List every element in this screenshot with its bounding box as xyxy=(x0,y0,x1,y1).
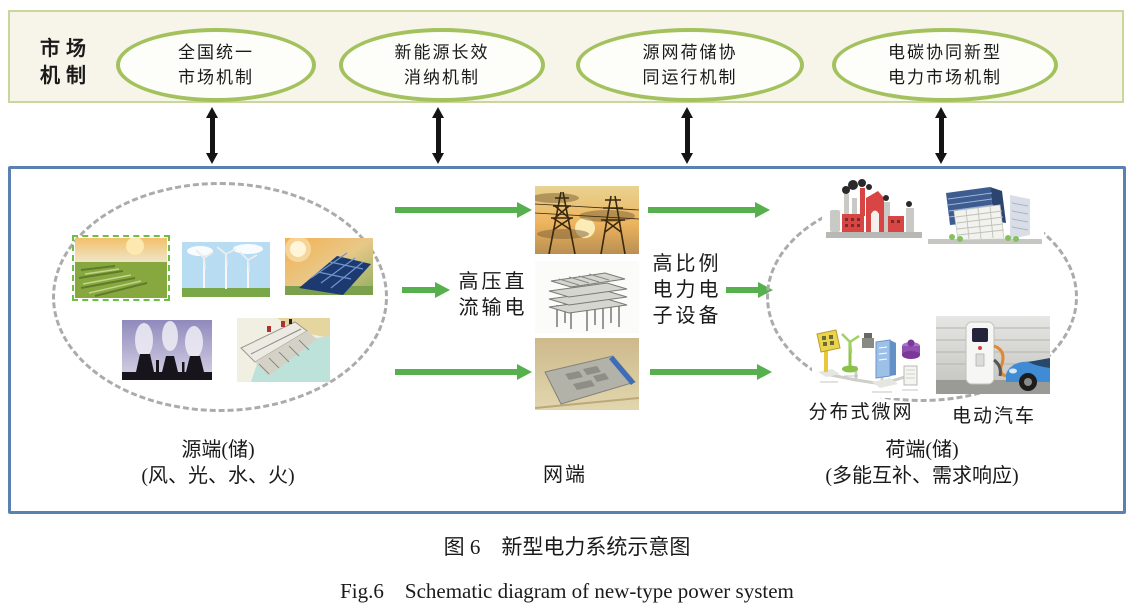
microgrid-image xyxy=(812,316,924,398)
substation-image xyxy=(535,338,639,410)
wind-turbines-image xyxy=(182,242,270,297)
double-arrow-icon xyxy=(681,107,693,164)
grid-zone-title: 网端 xyxy=(543,464,587,486)
mechanism-ellipse-renewable-absorption: 新能源长效 消纳机制 xyxy=(339,28,545,102)
hydro-dam-image xyxy=(237,318,330,382)
market-mechanism-bar: 市场 机制 全国统一 市场机制 新能源长效 消纳机制 源网荷储协 同运行机制 电… xyxy=(8,10,1124,103)
source-zone-title: 源端(储) (风、光、水、火) xyxy=(88,437,348,489)
flow-arrow-icon xyxy=(395,202,532,218)
ev-charging-image xyxy=(936,316,1050,394)
double-arrow-icon xyxy=(935,107,947,164)
flow-arrow-icon xyxy=(402,282,450,298)
factory-image xyxy=(822,178,926,244)
flow-arrow-icon xyxy=(395,364,532,380)
transmission-towers-image xyxy=(535,186,639,254)
hvdc-label: 高压直 流输电 xyxy=(458,271,528,319)
figure-caption-en: Fig.6 Schematic diagram of new-type powe… xyxy=(340,579,794,603)
solar-farm-image xyxy=(72,235,170,301)
solar-panels-image xyxy=(285,238,373,295)
double-arrow-icon xyxy=(206,107,218,164)
thermal-plant-image xyxy=(122,320,212,380)
flow-arrow-icon xyxy=(648,202,770,218)
source-side-ellipse xyxy=(52,182,388,412)
converter-station-image xyxy=(535,261,639,333)
source-subtitle: (风、光、水、火) xyxy=(141,465,295,487)
flow-arrow-icon xyxy=(726,282,773,298)
mechanism-ellipse-electricity-carbon-market: 电碳协同新型 电力市场机制 xyxy=(832,28,1058,102)
mechanism-ellipse-national-market: 全国统一 市场机制 xyxy=(116,28,316,102)
double-arrow-icon xyxy=(432,107,444,164)
mechanism-ellipse-source-grid-load-storage: 源网荷储协 同运行机制 xyxy=(576,28,804,102)
flow-arrow-icon xyxy=(650,364,772,380)
ev-label: 电动汽车 xyxy=(951,406,1036,427)
load-title: 荷端(储) xyxy=(885,439,959,461)
load-subtitle: (多能互补、需求响应) xyxy=(825,465,1019,487)
source-title: 源端(储) xyxy=(181,439,255,461)
microgrid-label: 分布式微网 xyxy=(808,402,914,423)
office-buildings-image xyxy=(926,183,1044,246)
figure-caption-zh: 图 6 新型电力系统示意图 xyxy=(443,535,691,559)
power-electronics-label: 高比例 电力电 子设备 xyxy=(652,253,722,327)
load-zone-title: 荷端(储) (多能互补、需求响应) xyxy=(772,437,1072,489)
market-bar-title: 市场 机制 xyxy=(40,38,92,87)
